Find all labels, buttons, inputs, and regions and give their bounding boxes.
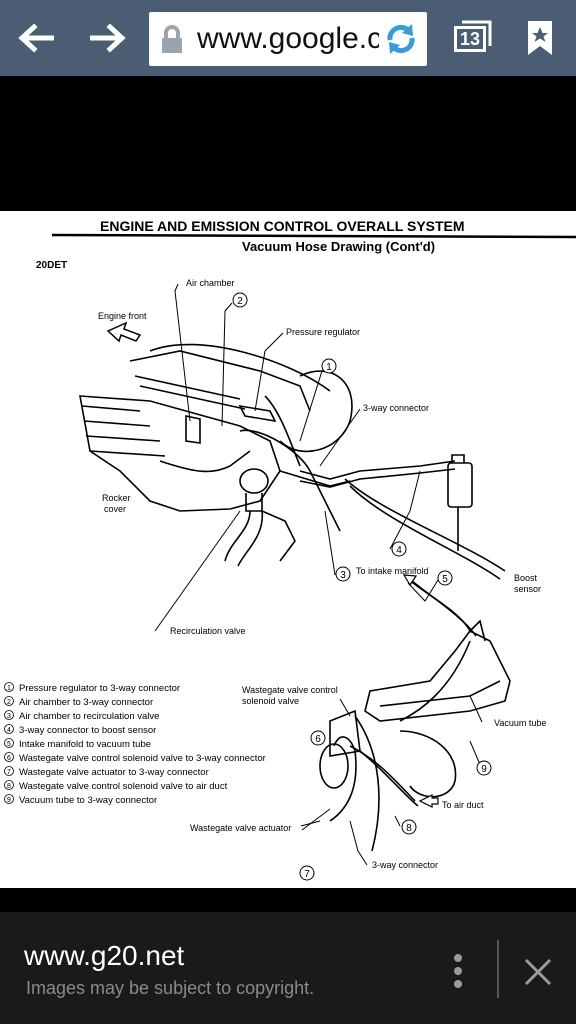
lock-icon [162,25,182,53]
svg-text:1: 1 [7,685,11,692]
label-3-way-connector-bottom: 3-way connector [372,860,438,870]
callout-7: 7 [304,869,310,880]
tabs-icon [462,20,492,46]
label-vacuum-tube: Vacuum tube [494,718,546,728]
svg-text:Air chamber to 3-way connector: Air chamber to 3-way connector [19,697,153,708]
svg-text:8: 8 [7,783,11,790]
refresh-icon [387,24,415,54]
label-recirculation-valve: Recirculation valve [170,626,246,636]
label-wastegate-solenoid-line2: solenoid valve [242,696,299,706]
diagram-drawing: ENGINE AND EMISSION CONTROL OVERALL SYST… [4,218,576,881]
label-boost: Boost [514,573,538,583]
label-sensor: sensor [514,584,541,594]
svg-text:Vacuum tube to 3-way connector: Vacuum tube to 3-way connector [19,795,157,806]
copyright-notice: Images may be subject to copyright. [26,978,315,998]
to-air-duct-arrow [418,794,439,808]
svg-text:4: 4 [7,727,11,734]
svg-text:7: 7 [7,769,11,776]
label-wastegate-solenoid-line1: Wastegate valve control [242,685,338,695]
label-cover: cover [104,504,126,514]
image-source-footer: www.g20.net Images may be subject to cop… [0,912,576,1024]
refresh-button[interactable] [379,18,423,60]
svg-text:9: 9 [7,797,11,804]
url-bar[interactable]: www.google.c [149,12,427,66]
legend-item-2: 2 Air chamber to 3-way connector [4,696,153,708]
number-callouts: 2 1 4 3 5 6 9 8 7 [232,292,492,881]
back-button[interactable] [14,14,58,62]
more-options-button[interactable] [448,952,468,998]
engine-sketch [79,343,506,580]
svg-text:Intake manifold to vacuum tube: Intake manifold to vacuum tube [19,739,151,750]
svg-text:6: 6 [7,755,11,762]
callout-3: 3 [340,570,346,581]
label-rocker: Rocker [102,493,131,503]
tab-count: 13 [454,26,486,52]
callout-5: 5 [442,574,448,585]
legend-item-7: 7 Wastegate valve actuator to 3-way conne… [4,766,209,778]
browser-toolbar: www.google.c 13 [0,0,576,76]
svg-text:Air chamber to recirculation v: Air chamber to recirculation valve [19,711,159,722]
forward-arrow-icon [90,23,126,53]
back-arrow-icon [18,23,54,53]
svg-text:Wastegate valve control soleno: Wastegate valve control solenoid valve t… [19,753,266,764]
svg-text:5: 5 [7,741,11,748]
source-site-link[interactable]: www.g20.net [24,940,185,971]
title-rule [51,233,576,239]
label-air-chamber: Air chamber [186,278,235,288]
close-button[interactable] [516,950,560,994]
footer-divider [497,940,499,998]
engine-model-label: 20DET [36,260,67,271]
callout-2: 2 [237,296,243,307]
callout-leaders [154,283,483,866]
diagram-title: ENGINE AND EMISSION CONTROL OVERALL SYST… [100,218,465,234]
label-to-intake-manifold: To intake manifold [356,566,429,576]
diagram-subtitle: Vacuum Hose Drawing (Cont'd) [242,239,435,254]
callout-9: 9 [481,764,487,775]
label-engine-front: Engine front [98,311,147,321]
close-icon [524,958,552,986]
svg-text:Wastegate valve control soleno: Wastegate valve control solenoid valve t… [19,781,228,792]
legend-item-5: 5 Intake manifold to vacuum tube [4,738,151,750]
callout-6: 6 [315,734,321,745]
callout-8: 8 [406,823,412,834]
svg-text:2: 2 [7,699,11,706]
legend-item-4: 4 3-way connector to boost sensor [4,724,156,736]
bookmark-button[interactable] [518,14,562,62]
tabs-button[interactable]: 13 [448,16,494,62]
legend: 1 Pressure regulator to 3-way connector 2… [4,682,266,806]
legend-item-1: 1 Pressure regulator to 3-way connector [4,682,180,694]
legend-item-9: 9 Vacuum tube to 3-way connector [4,794,157,806]
label-pressure-regulator: Pressure regulator [286,327,360,337]
forward-button[interactable] [86,14,130,62]
engine-front-arrow [106,321,142,343]
label-to-air-duct: To air duct [442,800,484,810]
label-wastegate-actuator: Wastegate valve actuator [190,823,291,833]
component-labels: Air chamber Engine front Pressure regula… [98,278,546,870]
callout-4: 4 [396,545,402,556]
svg-text:3: 3 [7,713,11,720]
bookmark-star-icon [528,21,552,55]
legend-item-3: 3 Air chamber to recirculation valve [4,710,159,722]
url-text: www.google.c [197,22,383,55]
to-intake-arrow [402,574,418,587]
svg-text:3-way connector to boost senso: 3-way connector to boost sensor [19,725,156,736]
turbo-assembly-sketch [319,575,511,852]
legend-item-6: 6 Wastegate valve control solenoid valve … [4,752,266,764]
svg-text:Wastegate valve actuator to 3-: Wastegate valve actuator to 3-way connec… [19,767,209,778]
svg-text:Pressure regulator to 3-way co: Pressure regulator to 3-way connector [19,683,180,694]
overflow-menu-icon [454,954,462,988]
legend-item-8: 8 Wastegate valve control solenoid valve … [4,780,228,792]
label-3-way-connector: 3-way connector [363,403,429,413]
callout-1: 1 [326,362,332,373]
vacuum-hose-diagram-image[interactable]: ENGINE AND EMISSION CONTROL OVERALL SYST… [0,211,576,888]
